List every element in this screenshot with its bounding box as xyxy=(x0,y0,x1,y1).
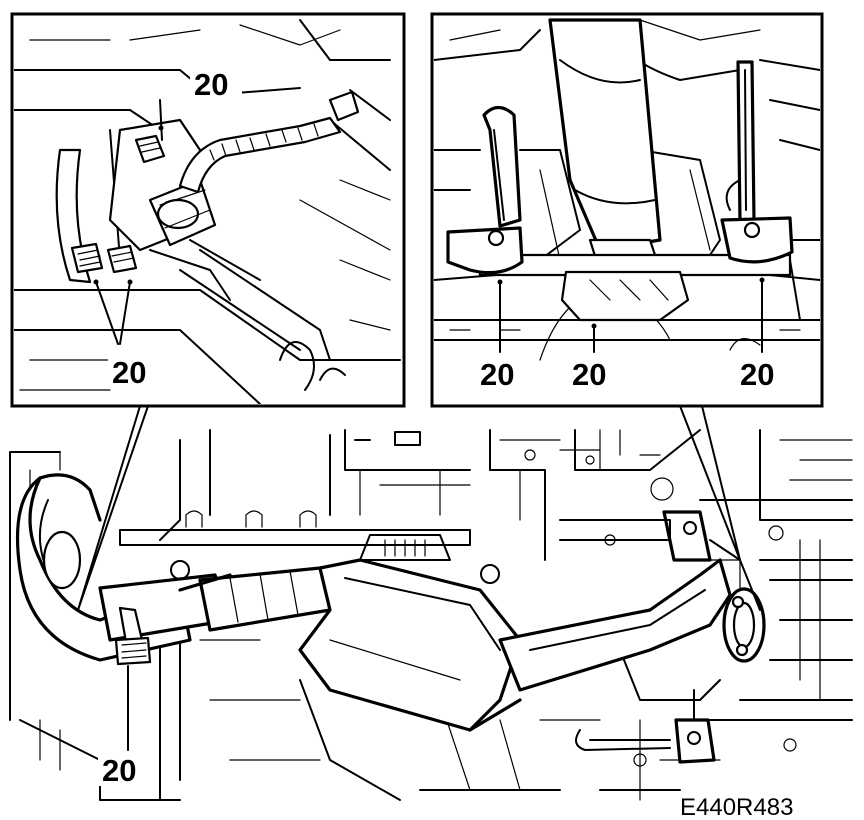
detail-right: 20 20 20 xyxy=(430,12,824,408)
rear-flange xyxy=(722,587,766,663)
callout-right-center: 20 xyxy=(572,357,606,392)
leader-left-bottom xyxy=(95,281,131,345)
catalytic-converter xyxy=(198,558,522,732)
leader-left-top xyxy=(159,99,163,141)
callout-main-bottom: 20 xyxy=(102,753,136,788)
exhaust-outline xyxy=(38,473,522,732)
rear-pipe xyxy=(498,558,732,692)
detail-left: 20 20 xyxy=(10,12,406,408)
lambda-sensor-main xyxy=(114,606,152,666)
rubber-hangers-main xyxy=(559,510,761,764)
callout-right-right: 20 xyxy=(740,357,774,392)
callout-right-left: 20 xyxy=(480,357,514,392)
detail-right-pointer xyxy=(679,405,741,561)
callout-left-top: 20 xyxy=(194,67,228,102)
figure-id: E440R483 xyxy=(680,794,793,820)
main-view xyxy=(9,429,853,801)
callout-left-bottom: 20 xyxy=(112,355,146,390)
detail-left-pointer xyxy=(77,405,149,611)
